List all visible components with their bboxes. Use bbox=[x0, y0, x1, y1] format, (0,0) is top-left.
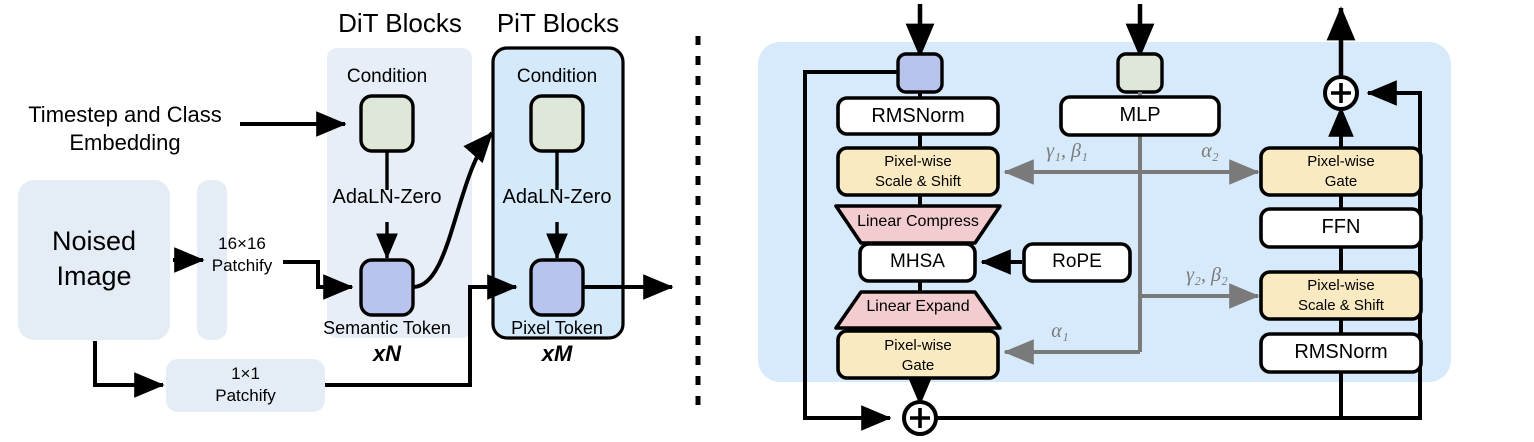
scale-shift-left-box bbox=[836, 146, 1000, 197]
scale-shift-right-label-line2: Scale & Shift bbox=[1298, 297, 1384, 314]
pixel-token-label: Pixel Token bbox=[511, 318, 603, 338]
pit-repeat-label: xM bbox=[541, 341, 573, 366]
pixel-token-box bbox=[529, 258, 585, 317]
gate-right-label-line2: Gate bbox=[1324, 173, 1358, 190]
semantic-to-pit-condition-curve bbox=[412, 131, 494, 289]
gate-right-box bbox=[1259, 146, 1423, 197]
timestep-label-line2: Embedding bbox=[69, 130, 181, 155]
pixel-token-small-box bbox=[896, 52, 944, 94]
rmsnorm-right-box bbox=[1259, 332, 1423, 374]
patchify-1-box bbox=[166, 359, 325, 412]
pit-panel-background bbox=[491, 46, 625, 340]
gamma1-beta1-label: γ₁, β₁ bbox=[1046, 140, 1088, 162]
left-residual-line bbox=[803, 70, 898, 431]
scale-shift-right-label-line1: Pixel-wise bbox=[1307, 277, 1375, 294]
ffn-box bbox=[1259, 207, 1423, 249]
rmsnorm-left-label: RMSNorm bbox=[871, 105, 965, 127]
linear-compress-shape bbox=[834, 204, 1002, 245]
pit-condition-label: Condition bbox=[516, 66, 598, 87]
dit-repeat-label: xN bbox=[372, 341, 402, 366]
dit-blocks-title: DiT Blocks bbox=[338, 8, 462, 38]
patchify-16-label-line2: Patchify bbox=[211, 256, 273, 275]
dit-adaln-label: AdaLN-Zero bbox=[332, 186, 442, 208]
linear-expand-label: Linear Expand bbox=[866, 298, 970, 315]
alpha1-label: α₁ bbox=[1051, 320, 1069, 342]
plus-glyph-bottom bbox=[910, 408, 930, 428]
noised-image-label-line2: Image bbox=[56, 261, 132, 291]
mhsa-box bbox=[858, 242, 977, 283]
gamma2-beta2-label: γ₂, β₂ bbox=[1186, 264, 1228, 286]
patchify-1-label-line1: 1×1 bbox=[231, 364, 260, 383]
ffn-label: FFN bbox=[1321, 216, 1361, 238]
scale-shift-left-label-line2: Scale & Shift bbox=[875, 173, 961, 190]
alpha2-label: α₂ bbox=[1201, 140, 1219, 162]
scale-shift-right-box bbox=[1259, 270, 1423, 321]
pit-blocks-title: PiT Blocks bbox=[496, 8, 620, 38]
mlp-box bbox=[1059, 95, 1221, 137]
patchify1-to-pixel-arrow bbox=[325, 274, 518, 387]
dit-condition-label: Condition bbox=[346, 66, 428, 87]
semantic-token-label: Semantic Token bbox=[323, 318, 451, 338]
mlp-label: MLP bbox=[1119, 104, 1161, 126]
timestep-label-line1: Timestep and Class bbox=[28, 102, 222, 127]
pit-condition-token bbox=[529, 94, 585, 153]
rmsnorm-right-label: RMSNorm bbox=[1294, 341, 1388, 363]
bottom-to-right-residual-line bbox=[920, 80, 1422, 420]
noised-image-box bbox=[18, 180, 170, 340]
patchify-1-label-line2: Patchify bbox=[215, 386, 276, 405]
noised-to-patchify1-arrow bbox=[93, 341, 165, 398]
condition-token-small-box bbox=[1116, 52, 1164, 94]
pit-adaln-label: AdaLN-Zero bbox=[502, 186, 612, 208]
gate-left-label-line2: Gate bbox=[901, 357, 935, 374]
gate-left-label-line1: Pixel-wise bbox=[884, 337, 952, 354]
patchify-16-box bbox=[197, 180, 227, 340]
rope-label: RoPE bbox=[1052, 251, 1102, 272]
plus-glyph-top bbox=[1331, 83, 1351, 103]
linear-expand-shape bbox=[834, 290, 1002, 330]
dit-condition-token bbox=[359, 94, 415, 153]
linear-compress-label: Linear Compress bbox=[857, 213, 979, 230]
rmsnorm-left-box bbox=[836, 96, 1000, 136]
scale-shift-left-label-line1: Pixel-wise bbox=[884, 153, 952, 170]
rope-box bbox=[1022, 242, 1132, 283]
semantic-token-box bbox=[359, 258, 415, 317]
noised-image-label-line1: Noised bbox=[51, 226, 137, 256]
patchify16-to-semantic-arrow bbox=[283, 260, 354, 300]
gate-left-box bbox=[836, 329, 1000, 380]
patchify-16-label-line1: 16×16 bbox=[218, 234, 266, 253]
gate-right-label-line1: Pixel-wise bbox=[1307, 153, 1375, 170]
mhsa-label: MHSA bbox=[890, 251, 945, 272]
